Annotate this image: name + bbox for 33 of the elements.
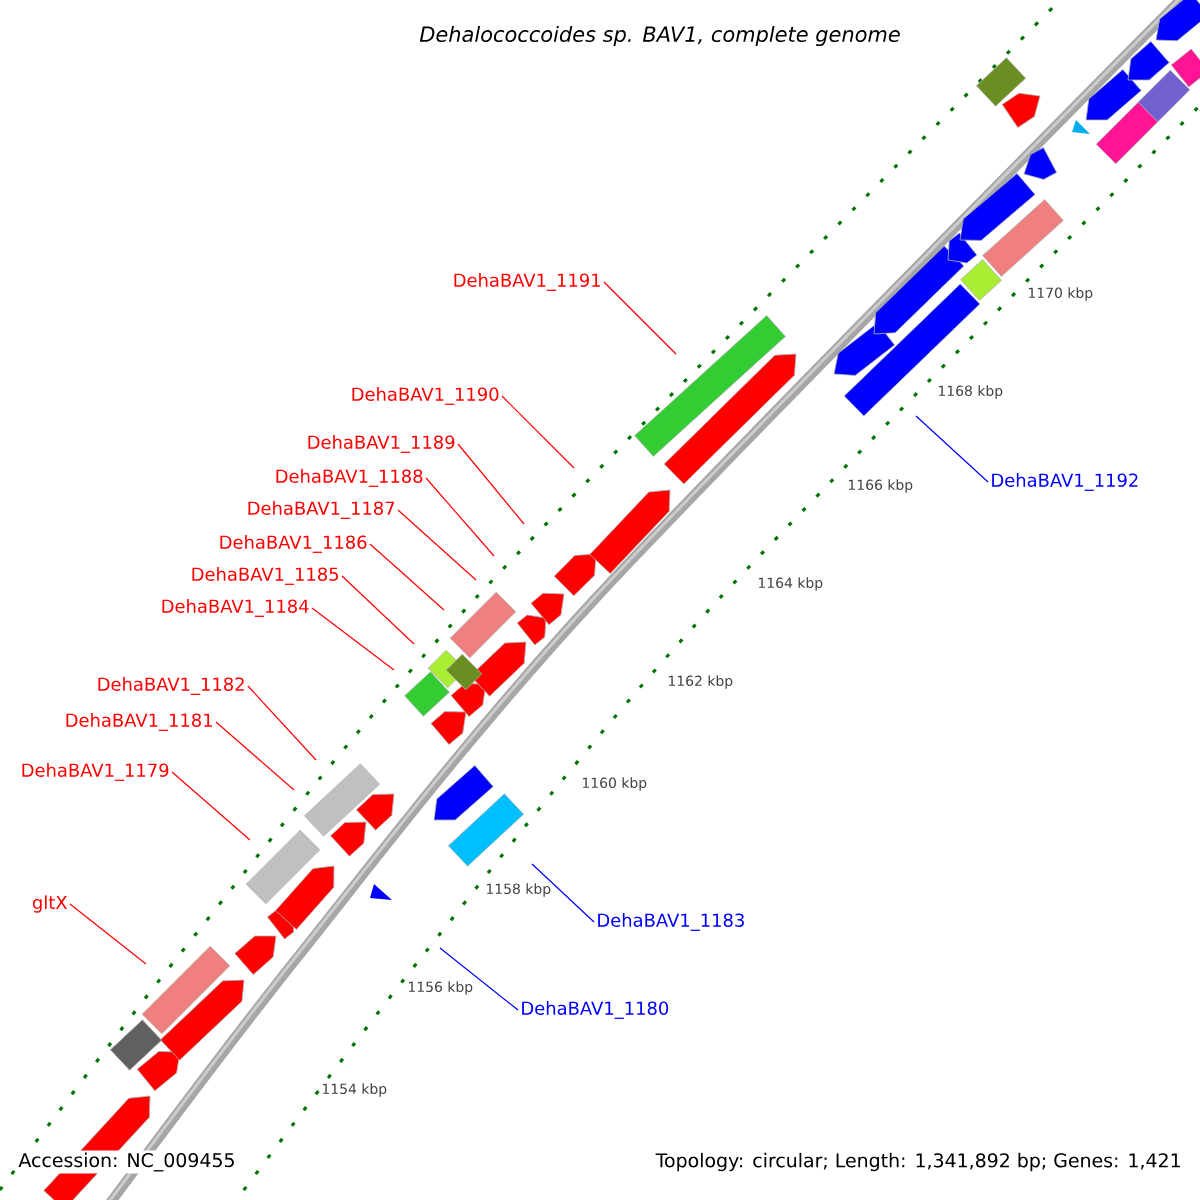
gene-label: DehaBAV1_1182 <box>98 677 244 695</box>
leader-line <box>531 863 595 923</box>
gene-label: DehaBAV1_1180 <box>522 1001 669 1019</box>
leader-line <box>369 543 445 611</box>
leader-line <box>311 607 395 671</box>
gene-label: DehaBAV1_1183 <box>598 913 744 931</box>
leader-line <box>439 947 519 1011</box>
leader-line <box>603 281 677 355</box>
gene-label: DehaBAV1_1179 <box>22 763 169 781</box>
leader-line <box>247 685 317 761</box>
gene-label: DehaBAV1_1190 <box>352 387 499 405</box>
gene-label: DehaBAV1_1191 <box>454 273 600 291</box>
leader-line <box>501 395 575 469</box>
title: Dehalococcoides sp. BAV1, complete genome <box>419 25 900 47</box>
gene-label: DehaBAV1_1185 <box>192 567 339 585</box>
leader-line <box>69 903 147 965</box>
leader-line <box>215 721 295 791</box>
gene-label: gltX <box>32 895 68 913</box>
accession-text: Accession: NC_009455 <box>16 1150 238 1174</box>
gene-label: DehaBAV1_1184 <box>162 599 309 617</box>
leader-line <box>341 575 415 645</box>
topology-text: Topology: circular; Length: 1,341,892 bp; Genes: 1,421 <box>653 1150 1184 1174</box>
leader-line <box>425 477 495 557</box>
gene-label: DehaBAV1_1188 <box>276 469 423 487</box>
leader-line <box>397 509 477 581</box>
gene-label: DehaBAV1_1189 <box>308 435 455 453</box>
leader-line <box>915 415 989 483</box>
gene-label: DehaBAV1_1187 <box>248 501 395 519</box>
gene-label: DehaBAV1_1181 <box>66 713 212 731</box>
gene-label: DehaBAV1_1192 <box>992 473 1138 491</box>
leader-line <box>457 443 525 525</box>
leader-line <box>171 771 251 841</box>
gene-label: DehaBAV1_1186 <box>220 535 367 553</box>
